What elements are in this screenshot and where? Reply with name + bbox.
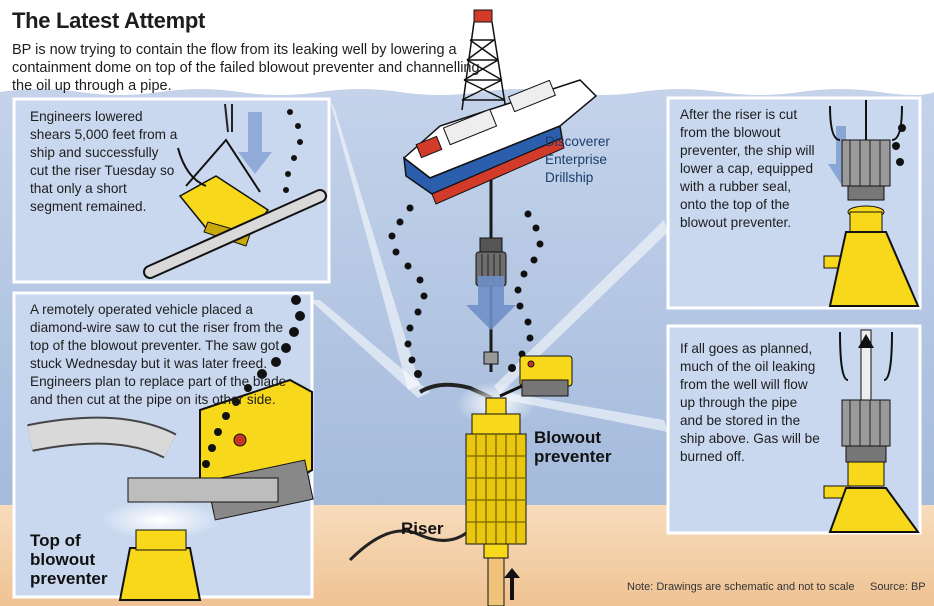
riser-pipe-seabed xyxy=(348,528,472,562)
rov-center xyxy=(499,355,573,398)
flow-illustration xyxy=(823,329,920,533)
cap-illustration xyxy=(823,100,920,307)
shears-illustration xyxy=(143,103,327,279)
callout-ray-1 xyxy=(330,100,420,390)
drillship xyxy=(402,9,598,205)
oil-plume-right xyxy=(508,210,544,372)
scale-note: Note: Drawings are schematic and not to … xyxy=(627,581,855,593)
panel-saw-text: A remotely operated vehicle placed a dia… xyxy=(30,302,287,407)
panel-shears xyxy=(12,97,331,284)
page-title: The Latest Attempt xyxy=(12,8,206,33)
blowout-preventer-center xyxy=(456,382,536,606)
panel-cap-text: After the riser is cut from the blowout … xyxy=(680,107,815,230)
riser-label: Riser xyxy=(401,519,444,538)
saw-illustration xyxy=(27,295,314,601)
down-arrow xyxy=(466,276,516,330)
source-credit: Source: BP xyxy=(870,581,926,593)
blowout-preventer-label: Blowout preventer xyxy=(534,428,612,466)
callout-ray-2 xyxy=(310,300,430,398)
top-of-bop-label: Top of blowout preventer xyxy=(30,531,108,588)
callout-ray-4 xyxy=(504,392,668,432)
oil-plume-left xyxy=(388,204,428,378)
panel-flow-text: If all goes as planned, much of the oil … xyxy=(680,341,820,464)
panel-shears-text: Engineers lowered shears 5,000 feet from… xyxy=(30,109,178,214)
drillship-label: Discoverer Enterprise Drillship xyxy=(545,134,610,185)
intro-text: BP is now trying to contain the flow fro… xyxy=(12,42,480,94)
callout-ray-3 xyxy=(494,220,668,394)
